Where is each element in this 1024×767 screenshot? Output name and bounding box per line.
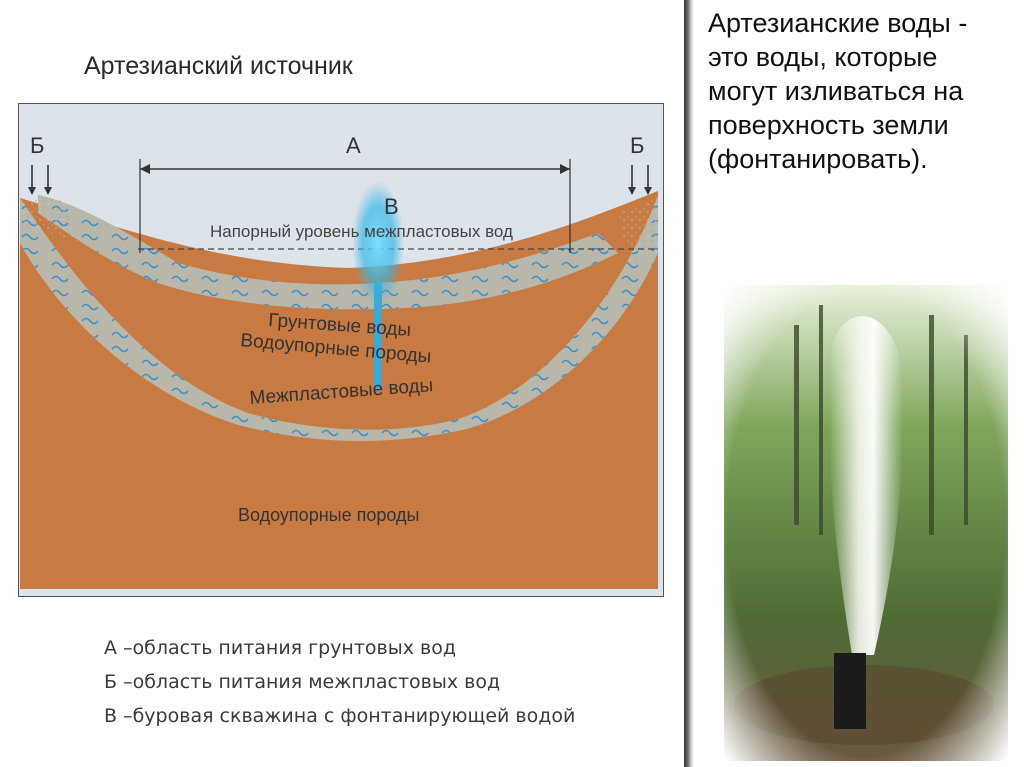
legend-row-v: В –буровая скважина с фонтанирующей водо… xyxy=(104,699,575,733)
legend-text: –буровая скважина с фонтанирующей водой xyxy=(123,705,576,727)
layer-aquitard-lower-label: Водоупорные породы xyxy=(238,505,419,525)
vertical-divider xyxy=(684,0,694,767)
legend-text: –область питания межпластовых вод xyxy=(123,671,501,693)
page-title: Артезианский источник xyxy=(84,52,353,80)
legend-key: А xyxy=(104,637,117,659)
legend-key: В xyxy=(104,705,118,727)
fountain-photo xyxy=(724,285,1008,761)
legend-text: –область питания грунтовых вод xyxy=(123,637,456,659)
artesian-diagram: А Б Б В Напорный уровень межпластовых во… xyxy=(18,103,664,597)
pressure-level-label: Напорный уровень межпластовых вод xyxy=(210,222,513,241)
label-b-right: Б xyxy=(630,133,644,158)
borehole xyxy=(374,283,382,391)
label-a: А xyxy=(346,133,361,158)
label-v: В xyxy=(384,194,399,219)
legend-key: Б xyxy=(104,671,118,693)
legend-row-b: Б –область питания межпластовых вод xyxy=(104,665,575,699)
legend: А –область питания грунтовых вод Б –обла… xyxy=(104,631,575,733)
legend-row-a: А –область питания грунтовых вод xyxy=(104,631,575,665)
label-b-left: Б xyxy=(30,133,44,158)
fountain-spray xyxy=(352,181,404,305)
definition-text: Артезианские воды - это воды, которые мо… xyxy=(708,8,968,174)
